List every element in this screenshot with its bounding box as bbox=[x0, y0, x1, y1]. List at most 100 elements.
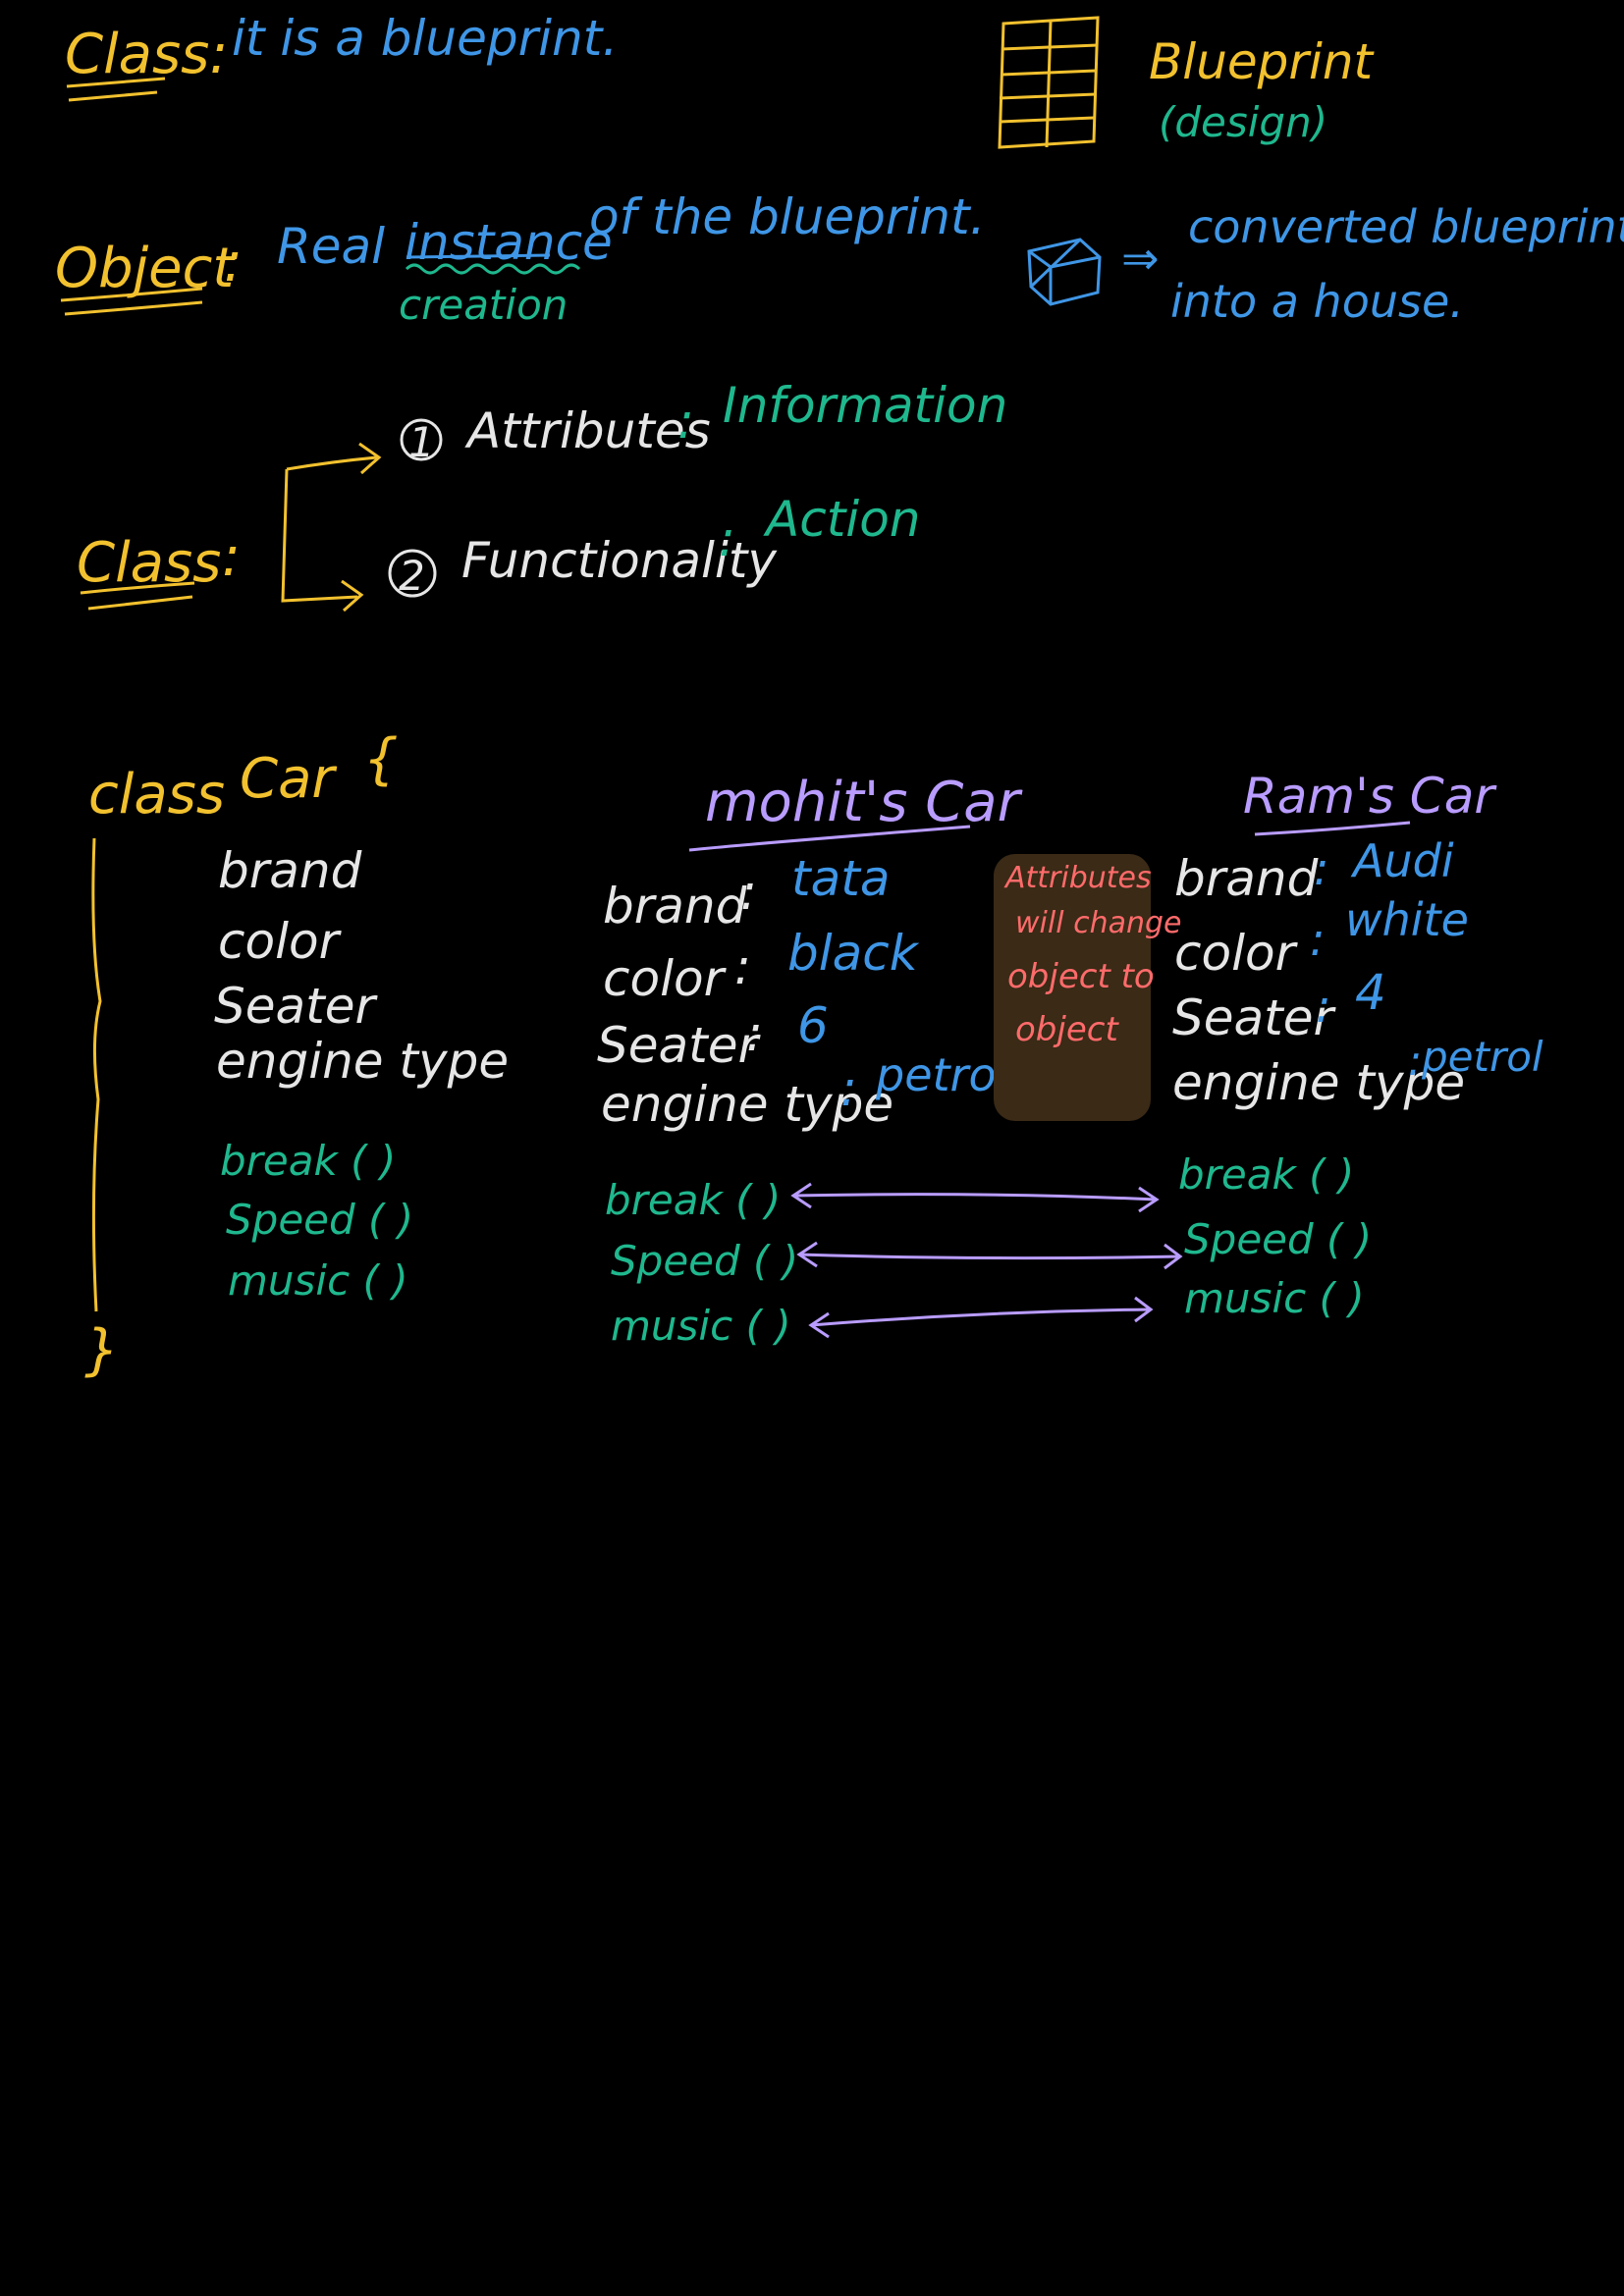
note-line-1: Attributes bbox=[1005, 861, 1152, 895]
part-2-name: Functionality bbox=[461, 532, 777, 589]
house-text-line1: converted blueprint bbox=[1188, 200, 1624, 253]
class-attribute-seater: Seater bbox=[214, 978, 376, 1035]
class-attribute-color: color bbox=[218, 913, 340, 970]
ram-attr-engine-value: petrol bbox=[1422, 1033, 1543, 1081]
ram-method-music: music ( ) bbox=[1184, 1274, 1365, 1322]
mohit-attr-engine-value: petrol bbox=[876, 1048, 1009, 1101]
mohit-attr-color-key: color bbox=[603, 950, 725, 1007]
blueprint-label: Blueprint bbox=[1149, 33, 1374, 90]
class-parts-bracket bbox=[281, 468, 358, 603]
part-2-circle bbox=[388, 549, 437, 598]
ram-attr-seater-key: Seater bbox=[1172, 989, 1334, 1046]
music-arrow-left-head bbox=[808, 1311, 830, 1339]
mohit-method-break: break ( ) bbox=[605, 1176, 782, 1224]
music-arrow-line bbox=[810, 1308, 1152, 1327]
mohit-attr-seater-value: 6 bbox=[797, 997, 829, 1054]
class-parts-underline-1 bbox=[80, 581, 195, 595]
ram-title-underline bbox=[1254, 821, 1411, 836]
class-parts-label: Class bbox=[77, 531, 222, 595]
instance-underline bbox=[406, 253, 551, 259]
object-text-rest: of the blueprint. bbox=[589, 188, 986, 245]
note-line-4: object bbox=[1015, 1010, 1118, 1049]
class-attribute-brand: brand bbox=[218, 842, 362, 899]
ram-attr-brand-value: Audi bbox=[1353, 834, 1454, 887]
mohit-attr-brand-key: brand bbox=[603, 878, 747, 934]
class-underline-1 bbox=[66, 77, 166, 88]
note-line-2: will change bbox=[1015, 906, 1182, 940]
ram-attr-engine-sep: : bbox=[1408, 1037, 1423, 1085]
ram-attr-seater-value: 4 bbox=[1355, 964, 1386, 1021]
ram-car-title: Ram's Car bbox=[1243, 768, 1494, 825]
break-arrow-right-head bbox=[1138, 1186, 1160, 1213]
part-1-description: Information bbox=[723, 377, 1008, 434]
ram-attr-color-value: white bbox=[1345, 893, 1469, 946]
class-attribute-engine-type: engine type bbox=[216, 1033, 510, 1090]
speed-arrow-line bbox=[798, 1253, 1181, 1260]
class-definition: it is a blueprint. bbox=[232, 10, 619, 67]
break-arrow-line bbox=[792, 1193, 1158, 1201]
attributes-arrow-line bbox=[286, 455, 378, 471]
ram-method-speed: Speed ( ) bbox=[1184, 1215, 1373, 1263]
mohit-attr-brand-sep: : bbox=[740, 864, 757, 921]
class-keyword: class bbox=[88, 763, 226, 827]
house-cube-icon bbox=[1027, 238, 1102, 306]
part-2-description: Action bbox=[766, 491, 921, 548]
speed-arrow-left-head bbox=[796, 1241, 818, 1268]
ram-method-break: break ( ) bbox=[1178, 1150, 1355, 1199]
object-label: Object bbox=[55, 237, 235, 300]
class-underline-2 bbox=[68, 90, 158, 102]
house-arrow: ⇒ bbox=[1121, 232, 1160, 285]
class-method-speed: Speed ( ) bbox=[226, 1196, 414, 1244]
mohit-attr-color-value: black bbox=[787, 925, 918, 982]
mohit-attr-engine-sep: : bbox=[840, 1060, 857, 1117]
note-line-3: object to bbox=[1007, 957, 1155, 996]
ram-attr-color-key: color bbox=[1174, 925, 1296, 982]
object-colon: : bbox=[224, 231, 243, 294]
class-label: Class: bbox=[65, 23, 229, 86]
object-text-instance: instance bbox=[405, 214, 613, 271]
mohit-attr-seater-sep: : bbox=[746, 1005, 763, 1062]
class-method-break: break ( ) bbox=[220, 1137, 397, 1185]
part-2-number: 2 bbox=[399, 552, 425, 600]
object-underline-2 bbox=[64, 300, 203, 316]
mohit-attr-engine-key: engine type bbox=[601, 1076, 894, 1133]
object-text-real: Real bbox=[277, 218, 386, 275]
ram-attr-seater-sep: : bbox=[1316, 980, 1331, 1033]
part-1-name: Attributes bbox=[467, 402, 711, 459]
music-arrow-right-head bbox=[1134, 1296, 1154, 1323]
instance-squiggle bbox=[405, 263, 581, 275]
mohit-attr-seater-key: Seater bbox=[597, 1017, 759, 1074]
object-creation: creation bbox=[399, 281, 568, 329]
functionality-arrow-head bbox=[341, 579, 364, 613]
part-2-colon: : bbox=[719, 510, 735, 567]
class-parts-colon: : bbox=[222, 525, 241, 589]
blueprint-grid-icon bbox=[998, 16, 1100, 149]
mohit-car-title: mohit's Car bbox=[705, 771, 1020, 834]
ram-attr-brand-key: brand bbox=[1174, 850, 1319, 907]
note-box bbox=[994, 854, 1151, 1121]
speed-arrow-right-head bbox=[1164, 1243, 1183, 1270]
attributes-arrow-head bbox=[358, 442, 382, 475]
blueprint-subtitle: (design) bbox=[1159, 98, 1328, 146]
mohit-method-speed: Speed ( ) bbox=[611, 1237, 799, 1285]
method-arrows bbox=[790, 1182, 1183, 1339]
ram-attr-color-sep: : bbox=[1310, 913, 1326, 966]
class-body-line bbox=[91, 837, 102, 1312]
class-name: Car bbox=[240, 747, 335, 811]
mohit-title-underline bbox=[688, 825, 971, 852]
house-text-line2: into a house. bbox=[1170, 275, 1464, 328]
class-parts-underline-2 bbox=[87, 595, 193, 611]
mohit-method-music: music ( ) bbox=[611, 1302, 791, 1350]
break-arrow-left-head bbox=[790, 1182, 812, 1209]
object-underline-1 bbox=[60, 287, 203, 302]
close-brace: } bbox=[84, 1318, 120, 1382]
mohit-attr-brand-value: tata bbox=[791, 850, 891, 907]
ram-attr-brand-sep: : bbox=[1314, 842, 1329, 895]
part-1-circle bbox=[400, 418, 443, 461]
open-brace: { bbox=[363, 727, 399, 791]
part-1-colon: : bbox=[677, 393, 694, 450]
class-method-music: music ( ) bbox=[228, 1256, 408, 1305]
ram-attr-engine-key: engine type bbox=[1172, 1054, 1466, 1111]
mohit-attr-color-sep: : bbox=[734, 938, 751, 995]
